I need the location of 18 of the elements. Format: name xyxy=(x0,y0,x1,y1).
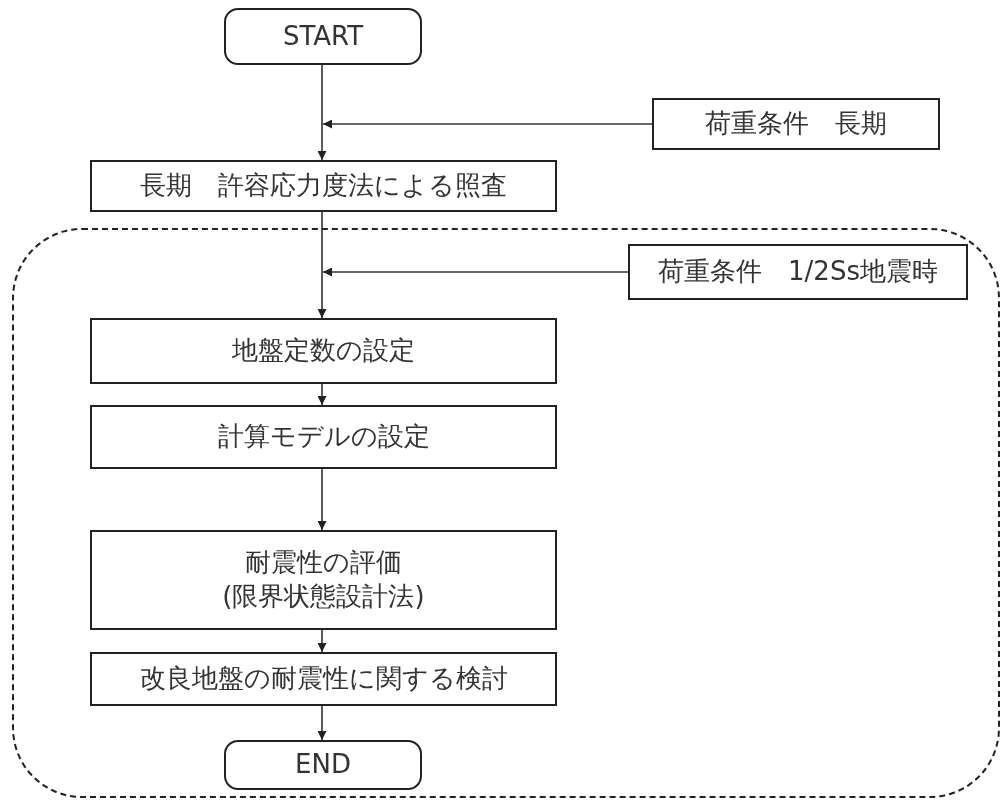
arrow xyxy=(317,383,327,406)
dashed-group-frame xyxy=(12,228,1000,798)
process-box: 改良地盤の耐震性に関する検討 xyxy=(90,652,557,706)
arrow xyxy=(322,267,629,277)
terminal-box: START xyxy=(224,8,422,65)
arrow xyxy=(322,119,653,129)
process-box: 計算モデルの設定 xyxy=(90,405,557,469)
process-box: 荷重条件 1/2Ss地震時 xyxy=(628,244,968,300)
arrow xyxy=(317,468,327,531)
process-box: 長期 許容応力度法による照査 xyxy=(90,160,557,212)
terminal-box: END xyxy=(224,740,422,790)
process-box: 地盤定数の設定 xyxy=(90,318,557,384)
process-box: 荷重条件 長期 xyxy=(652,98,940,150)
arrow xyxy=(317,629,327,653)
arrow xyxy=(317,211,327,319)
process-box: 耐震性の評価 (限界状態設計法) xyxy=(90,530,557,630)
arrow xyxy=(317,64,327,161)
arrow xyxy=(317,705,327,741)
